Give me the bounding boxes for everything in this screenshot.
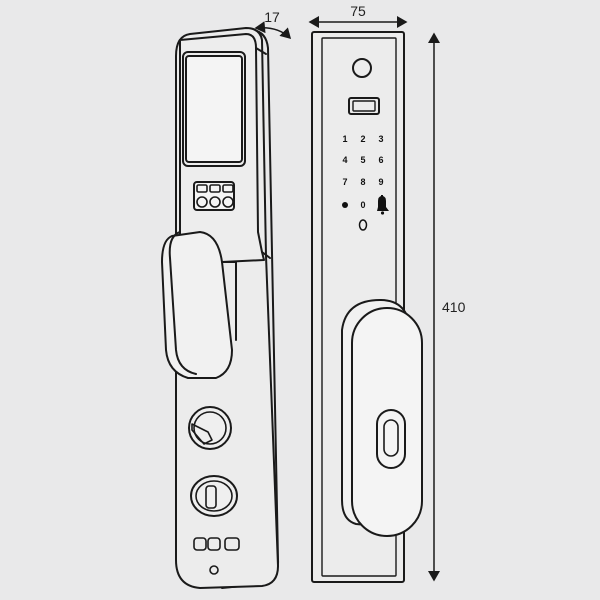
fingerprint-window xyxy=(348,97,380,115)
depth-dimension: 17 xyxy=(254,9,292,40)
keypad-key: 9 xyxy=(378,177,383,187)
bottom-button-3 xyxy=(224,537,240,551)
keypad-key: 3 xyxy=(378,134,383,144)
keypad-key: 4 xyxy=(342,155,347,165)
handle xyxy=(161,231,233,379)
keypad-indicator xyxy=(358,219,368,231)
screen xyxy=(185,55,243,163)
depth-label: 17 xyxy=(264,9,280,25)
width-dimension: 75 xyxy=(308,3,408,28)
front-view xyxy=(311,31,423,583)
keypad-key: 0 xyxy=(360,200,365,210)
keypad-key: 2 xyxy=(360,134,365,144)
keypad-key: 1 xyxy=(342,134,347,144)
bottom-sensor xyxy=(209,565,219,575)
bottom-button-2 xyxy=(207,537,221,551)
handle-key-slot xyxy=(376,409,406,469)
keypad-key: 6 xyxy=(378,155,383,165)
key-cylinder xyxy=(188,406,232,450)
width-label: 75 xyxy=(350,3,366,19)
perspective-view xyxy=(161,27,280,589)
thumb-turn xyxy=(190,475,238,517)
keypad-key: 5 xyxy=(360,155,365,165)
height-dimension: 410 xyxy=(428,32,466,582)
keypad-key: 8 xyxy=(360,177,365,187)
bell-icon xyxy=(377,195,389,211)
camera xyxy=(352,58,372,78)
keypad-key: 7 xyxy=(342,177,347,187)
bottom-button-1 xyxy=(193,537,207,551)
height-label: 410 xyxy=(442,299,466,315)
keypad-dot-icon xyxy=(342,202,348,208)
keypad: 1 2 3 4 5 6 7 8 9 0 xyxy=(342,134,389,231)
function-keys xyxy=(193,181,235,211)
